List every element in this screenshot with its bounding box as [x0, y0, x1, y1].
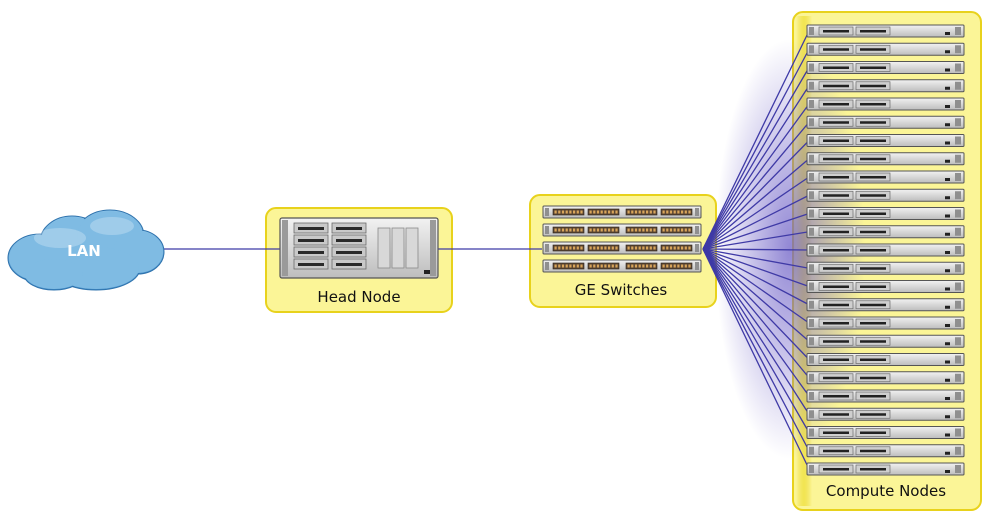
- compute-link: [702, 248, 810, 306]
- compute-link: [702, 248, 810, 324]
- lan-cloud-icon: [7, 209, 165, 291]
- compute-link: [702, 158, 810, 250]
- switch-unit: [542, 241, 702, 255]
- compute-node: [806, 79, 965, 93]
- compute-node: [806, 426, 965, 439]
- compute-link: [702, 103, 810, 250]
- compute-link: [702, 231, 810, 250]
- compute-link: [702, 30, 810, 250]
- compute-node: [806, 389, 965, 403]
- compute-node: [806, 42, 965, 56]
- compute-node: [806, 134, 965, 147]
- compute-node: [806, 353, 965, 366]
- compute-node: [806, 24, 965, 38]
- compute-node: [806, 152, 965, 166]
- compute-link: [702, 248, 810, 433]
- compute-link: [702, 248, 810, 251]
- compute-link: [702, 248, 810, 470]
- links: [158, 30, 810, 470]
- lan-label: LAN: [67, 242, 101, 260]
- compute-rack: [806, 24, 965, 476]
- switches-label: GE Switches: [575, 281, 668, 299]
- compute-link: [702, 248, 810, 269]
- compute-node: [806, 188, 965, 202]
- compute-link: [702, 248, 810, 379]
- compute-node: [806, 407, 965, 421]
- compute-node: [806, 225, 965, 239]
- compute-link: [702, 248, 810, 397]
- switch-rack: [542, 205, 702, 273]
- switch-unit: [542, 223, 702, 237]
- compute-nodes-label: Compute Nodes: [826, 482, 946, 500]
- switch-compute-links: [702, 30, 810, 470]
- compute-node: [806, 462, 965, 476]
- compute-link: [702, 194, 810, 250]
- compute-link: [702, 85, 810, 250]
- compute-link: [702, 248, 810, 342]
- compute-link: [702, 121, 810, 250]
- compute-node: [806, 316, 965, 330]
- compute-link: [702, 48, 810, 250]
- compute-link: [702, 248, 810, 288]
- compute-node: [806, 243, 965, 257]
- compute-node: [806, 444, 965, 458]
- compute-link: [702, 248, 810, 415]
- compute-node: [806, 334, 965, 348]
- compute-node: [806, 298, 965, 312]
- compute-node: [806, 170, 965, 184]
- compute-node: [806, 207, 965, 220]
- head-node-label: Head Node: [317, 288, 400, 306]
- compute-link: [702, 248, 810, 360]
- head-node-server: [279, 217, 439, 279]
- compute-node: [806, 280, 965, 293]
- switch-unit: [542, 259, 702, 273]
- compute-node: [806, 115, 965, 129]
- compute-node: [806, 371, 965, 385]
- compute-link: [702, 248, 810, 452]
- compute-link: [702, 67, 810, 250]
- compute-link: [702, 176, 810, 250]
- compute-link: [702, 212, 810, 250]
- switch-unit: [542, 205, 702, 219]
- compute-node: [806, 97, 965, 111]
- compute-node: [806, 61, 965, 74]
- compute-node: [806, 261, 965, 275]
- compute-link: [702, 140, 810, 250]
